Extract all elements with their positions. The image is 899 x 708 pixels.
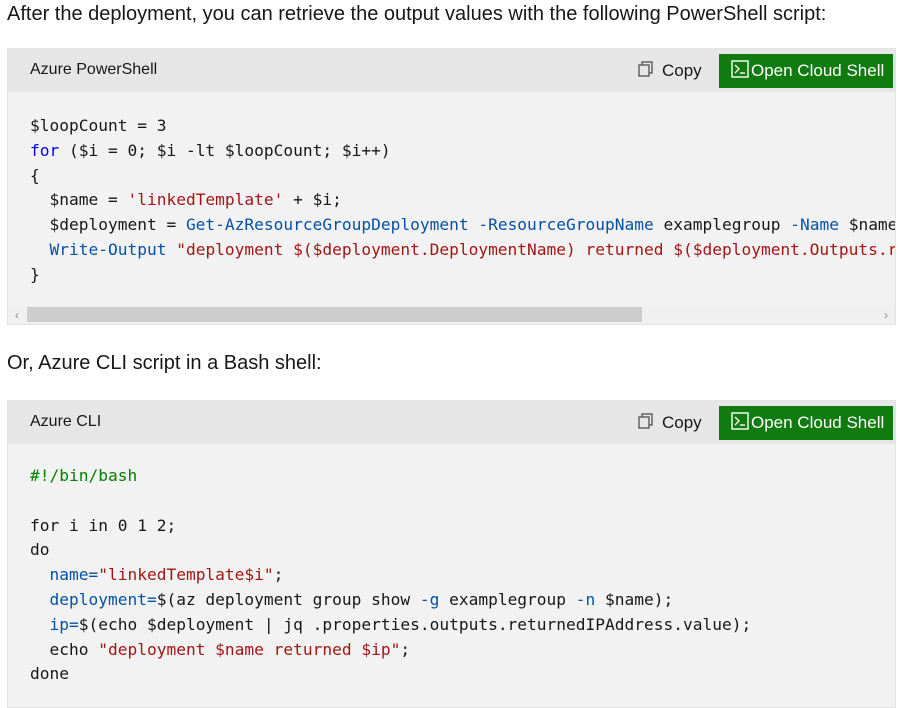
copy-icon [637,412,662,435]
code-token: $(az deployment group show [156,589,420,609]
open-cloud-shell-button[interactable]: Open Cloud Shell [719,406,893,440]
code-line: } [30,265,40,284]
code-line: { [30,166,40,185]
code-token: "deployment $name returned $ip" [98,639,401,659]
code-token: echo [30,639,99,659]
code-token: ; [400,639,411,659]
copy-button[interactable]: Copy [637,410,702,436]
code-token: $deployment = [30,215,186,235]
code-token: name= [49,565,99,585]
code-token: ; [273,565,284,585]
code-token: -n [575,589,596,609]
open-cloud-shell-label: Open Cloud Shell [751,61,885,80]
code-token: deployment= [49,589,157,609]
code-token: $(echo $deployment | jq .properties.outp… [78,614,752,634]
code-token: Write-Output [49,239,167,259]
code-token: "linkedTemplate$i" [98,565,274,585]
copy-button[interactable]: Copy [637,58,702,84]
code-token: $name); [595,589,674,609]
code-block-cli: Azure CLI Copy Open Cloud Shell #!/bin/b… [7,400,896,708]
scrollbar-thumb[interactable] [27,307,642,322]
code-token [469,215,479,234]
copy-label: Copy [662,61,702,80]
code-token [166,240,176,259]
code-token: $name = [30,190,128,210]
terminal-icon [731,59,751,83]
code-token: } [30,264,40,284]
code-line: #!/bin/bash [30,466,137,485]
code-token [30,590,50,609]
code-block-powershell: Azure PowerShell Copy Open Cloud Shell $… [7,48,896,325]
code-line: done [30,664,69,683]
code-token: -g [419,589,440,609]
code-token: Get-AzResourceGroupDeployment [185,215,469,235]
code-token: ip= [49,614,79,634]
code-block-header: Azure CLI Copy Open Cloud Shell [8,401,895,444]
code-line: $name = 'linkedTemplate' + $i; [30,190,342,210]
code-token: + $i; [283,190,342,210]
code-token: examplegroup [653,215,791,235]
code-line: for ($i = 0; $i -lt $loopCount; $i++) [30,141,391,160]
code-token: done [30,664,69,684]
code-token: "deployment $($deployment.DeploymentName… [176,239,895,259]
code-language-label: Azure CLI [30,413,102,430]
code-block-header: Azure PowerShell Copy Open Cloud Shell [8,49,895,92]
scroll-right-icon[interactable]: › [884,308,888,322]
code-token: for [30,140,60,160]
code-line: for i in 0 1 2; [30,516,176,535]
scroll-left-icon[interactable]: ‹ [15,308,19,322]
code-line: do [30,540,50,559]
code-token: ($i = 0; $i -lt $loopCount; $i++) [59,140,391,160]
code-token: -ResourceGroupName [478,215,654,235]
code-line: deployment=$(az deployment group show -g… [30,589,674,609]
code-token [30,565,50,584]
code-token: 'linkedTemplate' [127,190,284,210]
code-line: name="linkedTemplate$i"; [30,565,284,585]
copy-label: Copy [662,413,702,432]
code-token: do [30,540,50,560]
code-token: examplegroup [439,589,576,609]
code-language-label: Azure PowerShell [30,61,158,78]
second-paragraph: Or, Azure CLI script in a Bash shell: [7,352,322,374]
code-content: $loopCount = 3 for ($i = 0; $i -lt $loop… [8,114,895,288]
intro-paragraph: After the deployment, you can retrieve t… [7,3,827,25]
code-line: ip=$(echo $deployment | jq .properties.o… [30,614,752,634]
code-token: $loopCount = 3 [30,116,167,135]
code-token: $name [838,215,895,235]
code-token: -Name [790,215,839,235]
code-line: $deployment = Get-AzResourceGroupDeploym… [30,215,895,234]
copy-icon [637,60,662,83]
code-line: $loopCount = 3 [30,116,166,135]
code-token: for i in 0 1 2; [30,515,177,535]
code-token: { [30,165,40,185]
open-cloud-shell-label: Open Cloud Shell [751,413,885,432]
terminal-icon [731,411,751,435]
code-content: #!/bin/bash for i in 0 1 2; do name="lin… [8,464,895,687]
code-token [30,240,50,259]
code-line: echo "deployment $name returned $ip"; [30,640,410,659]
code-token [30,615,50,634]
open-cloud-shell-button[interactable]: Open Cloud Shell [719,54,893,88]
code-token: #!/bin/bash [30,466,138,485]
horizontal-scrollbar[interactable]: ‹ › [8,305,895,324]
code-line: Write-Output "deployment $($deployment.D… [30,239,896,259]
